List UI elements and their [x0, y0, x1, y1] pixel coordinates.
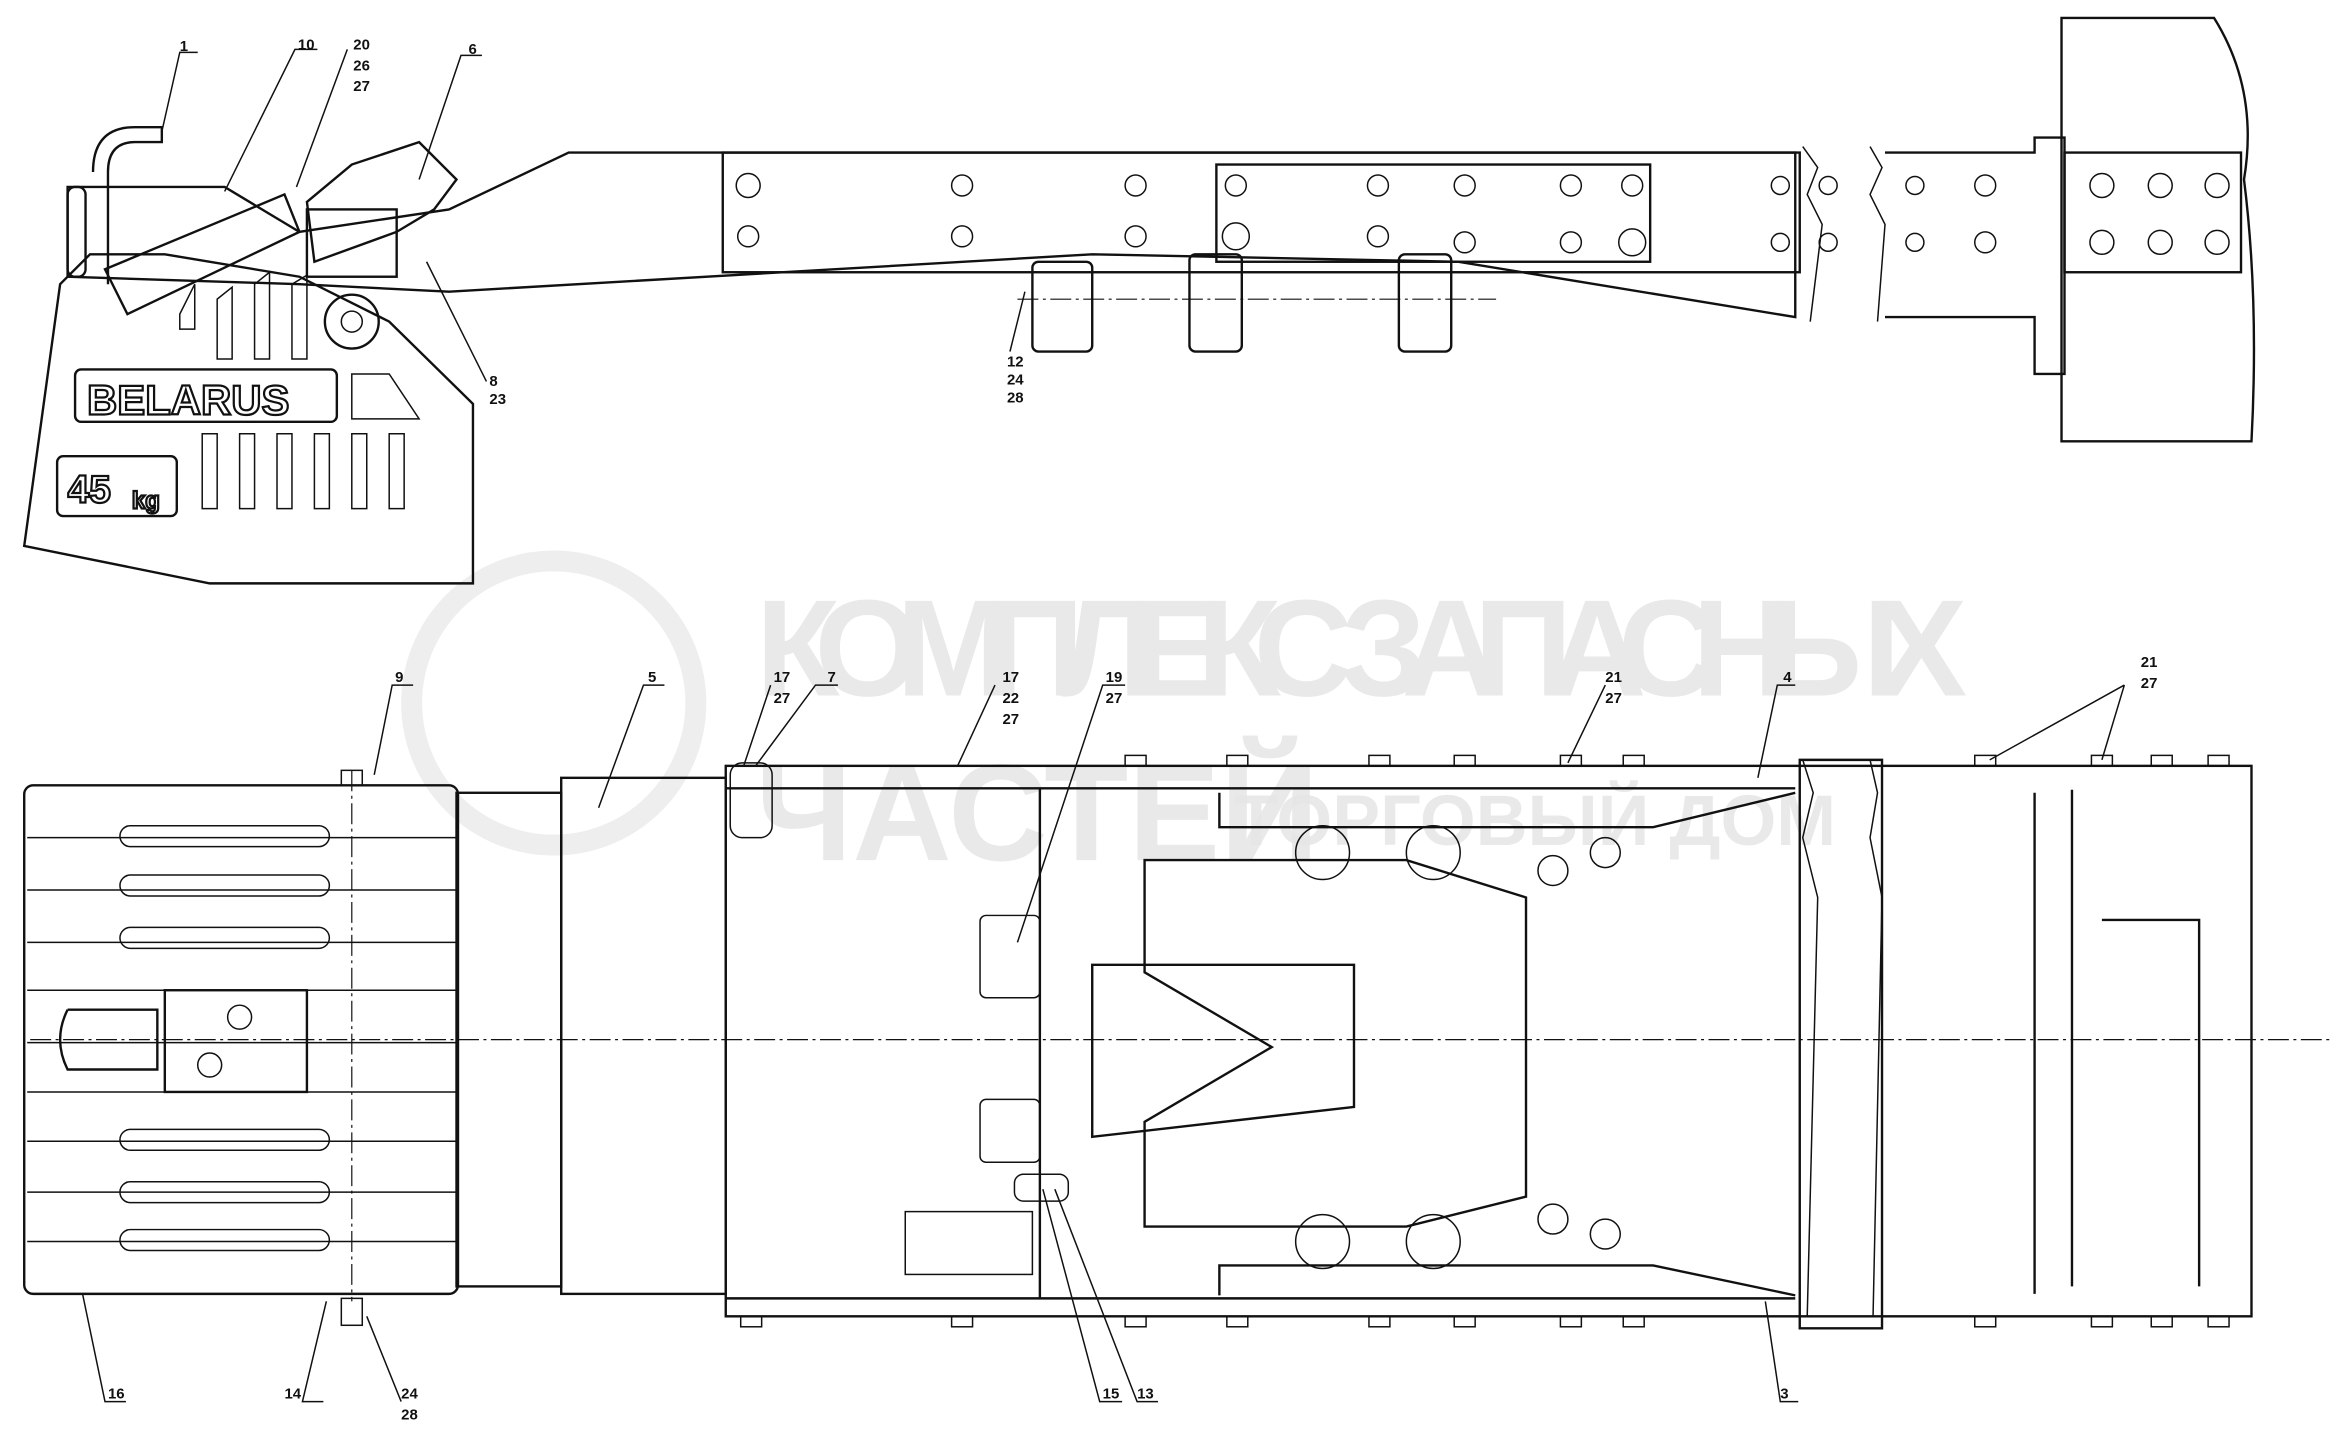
- callout-21: 21: [2141, 654, 2158, 671]
- weight-unit: kg: [132, 488, 160, 515]
- callout-23: 23: [489, 391, 506, 408]
- callout-16: 16: [108, 1386, 125, 1403]
- callout-19: 19: [1106, 669, 1123, 686]
- callout-1: 1: [180, 38, 188, 55]
- callout-17: 17: [774, 669, 791, 686]
- callout-8: 8: [489, 373, 497, 390]
- callout-27: 27: [1106, 690, 1123, 707]
- callout-5: 5: [648, 669, 656, 686]
- callout-28: 28: [401, 1407, 418, 1424]
- callout-9: 9: [395, 669, 403, 686]
- frame-side: [66, 151, 1797, 319]
- callout-6: 6: [468, 41, 476, 58]
- callout-24: 24: [401, 1386, 418, 1403]
- callout-12: 12: [1007, 353, 1024, 370]
- gear-logo-icon: [401, 550, 707, 856]
- callout-26: 26: [353, 57, 370, 74]
- callout-4: 4: [1783, 669, 1792, 686]
- callout-15: 15: [1103, 1386, 1120, 1403]
- callout-22: 22: [1002, 690, 1019, 707]
- callout-28: 28: [1007, 389, 1024, 406]
- callout-27: 27: [774, 690, 791, 707]
- callout-27: 27: [1605, 690, 1622, 707]
- watermark-line1: КОМПЛЕКС ЗАПАСНЫХ: [756, 572, 1968, 726]
- watermark-line3: ТОРГОВЫЙ ДОМ: [1234, 779, 1836, 861]
- callout-10: 10: [298, 36, 315, 53]
- callout-14: 14: [284, 1386, 301, 1403]
- callout-21: 21: [1605, 669, 1622, 686]
- callout-27: 27: [353, 78, 370, 95]
- weight-mass: 45: [68, 469, 111, 512]
- callout-20: 20: [353, 36, 370, 53]
- counterweight-plate: [22, 253, 475, 585]
- callout-3: 3: [1780, 1386, 1788, 1403]
- plan-view: 9 5 17 27 7 17 22 27 19 27 21 27 4 21 27…: [23, 654, 2334, 1424]
- callout-24: 24: [1007, 371, 1024, 388]
- callout-17: 17: [1002, 669, 1019, 686]
- callout-13: 13: [1137, 1386, 1154, 1403]
- callout-27: 27: [1002, 711, 1019, 728]
- watermark: КОМПЛЕКС ЗАПАСНЫХ ЧАСТЕЙ ТОРГОВЫЙ ДОМ: [401, 550, 1968, 890]
- side-view: BELARUS 45 kg 1 10 20 26 27 6 8 23 12 24…: [22, 16, 2256, 585]
- brand-logo: BELARUS: [87, 376, 289, 423]
- watermark-line2: ЧАСТЕЙ: [756, 735, 1319, 890]
- callout-7: 7: [827, 669, 835, 686]
- callout-27: 27: [2141, 675, 2158, 692]
